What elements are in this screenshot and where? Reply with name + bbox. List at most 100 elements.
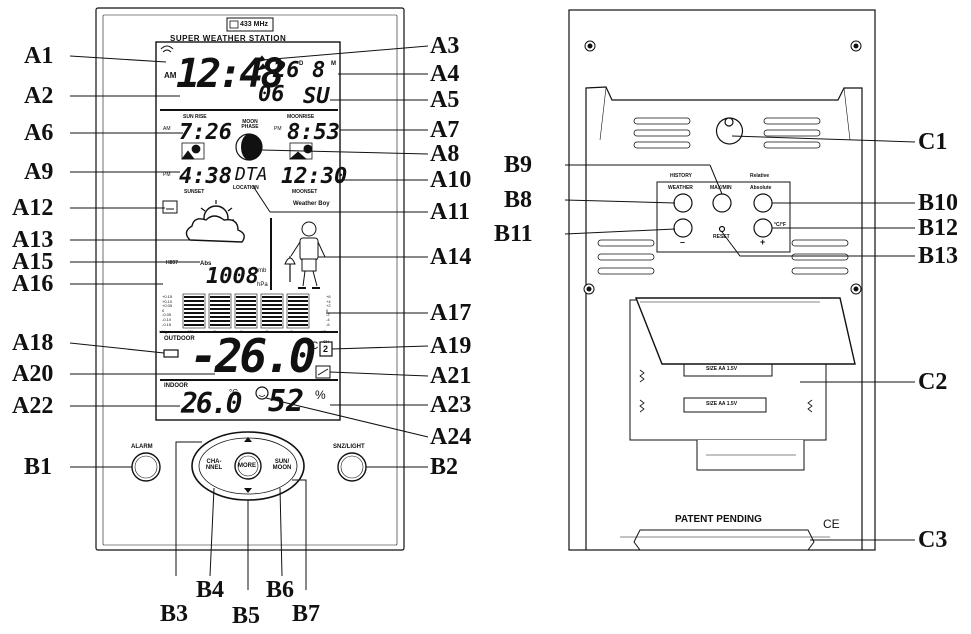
wall-hanger-slot (715, 117, 744, 145)
device-title: SUPER WEATHER STATION (170, 34, 287, 43)
battery-size-label-1: SIZE AA 1.5V (706, 366, 738, 372)
battery-cell (683, 397, 767, 413)
history-hour-label: H897 (166, 260, 178, 266)
bar-time-tick: -12hr (186, 329, 196, 334)
bar-right-scale-label: -6 (326, 321, 330, 327)
location-label: LOCATION (233, 185, 259, 191)
callout-b1: B1 (24, 454, 53, 480)
weather-boy-icon (284, 221, 326, 289)
pressure-value: 1008 (206, 264, 259, 289)
weekday: SU (303, 84, 330, 109)
moonset-time: 12:30 (281, 164, 348, 189)
callout-a23: A23 (430, 392, 472, 418)
sunset-label: SUNSET (184, 189, 205, 195)
up-arrow-icon (244, 437, 252, 442)
callout-c1: C1 (918, 129, 948, 155)
callout-b6: B6 (266, 577, 295, 603)
callout-a6: A6 (24, 120, 54, 146)
celsius-fahrenheit-label[interactable]: °C/°F (774, 222, 787, 228)
reset-label[interactable]: RESET (713, 234, 730, 240)
callout-b10: B10 (918, 190, 959, 216)
sunrise-time: 7:26 (179, 120, 232, 145)
callout-b2: B2 (430, 454, 459, 480)
outdoor-label: OUTDOOR (164, 336, 195, 342)
callout-a2: A2 (24, 83, 54, 109)
callout-a12: A12 (12, 195, 54, 221)
callout-a3: A3 (430, 33, 460, 59)
history-label: HISTORY (670, 173, 692, 179)
bar-time-tick: -2hr (264, 329, 272, 334)
humidity-unit: % (315, 388, 326, 402)
weather-button-label[interactable]: WEATHER (668, 185, 693, 191)
bar-left-scale-label: -0.05 (162, 312, 172, 318)
stand-foot (620, 529, 830, 551)
callout-a22: A22 (12, 393, 54, 419)
callout-a16: A16 (12, 271, 54, 297)
callout-a17: A17 (430, 300, 472, 326)
minus-label[interactable]: – (680, 237, 686, 247)
indoor-label: INDOOR (164, 383, 188, 389)
callout-b13: B13 (918, 243, 959, 269)
moon-phase-label: MOON PHASE (241, 119, 259, 130)
bar-right-scale-label: -2 (326, 312, 330, 318)
comfort-face-icon (255, 386, 269, 400)
moonrise-time: 8:53 (287, 120, 340, 145)
sun-moon-button-label[interactable]: SUN/ MOON (272, 459, 292, 471)
max-min-button (712, 193, 732, 213)
sunset-time: 4:38 (179, 164, 232, 189)
callout-b5: B5 (232, 603, 261, 629)
moonset-label: MOONSET (292, 189, 318, 195)
channel-number: 2 (323, 344, 329, 354)
callout-c2: C2 (918, 369, 948, 395)
pressure-unit-hpa: hPa (257, 282, 268, 288)
leader-lines (69, 45, 916, 590)
more-button-label[interactable]: MORE (238, 463, 256, 469)
relative-label: Relative (750, 173, 770, 179)
clock-time: 12:48 (176, 51, 284, 97)
plus-label[interactable]: + (760, 237, 766, 247)
callout-a20: A20 (12, 361, 54, 387)
battery-compartment (629, 297, 856, 471)
callout-a11: A11 (430, 199, 471, 225)
sunset-ampm: PM (163, 172, 171, 178)
channel-button-label[interactable]: CHA-NNEL (205, 459, 223, 471)
pressure-unit-mb: mb (258, 268, 267, 274)
bar-left-scale-label: +0.10 (162, 298, 173, 304)
sunrise-ampm: AM (163, 126, 171, 132)
callout-b9: B9 (504, 152, 533, 178)
callout-a13: A13 (12, 227, 54, 253)
bar-right-scale-label: 0 (326, 307, 329, 313)
bar-time-tick: 0hr (290, 329, 296, 334)
bar-time-tick: -4hr (238, 329, 246, 334)
moon-phase-icon (235, 133, 263, 161)
channel-label: CH (323, 339, 329, 344)
bar-left-scale-label: -0.15 (162, 321, 172, 327)
bar-left-scale-label: +0.15 (162, 294, 173, 299)
bar-right-scale-label: +2 (326, 303, 331, 309)
am-indicator: AM (164, 71, 177, 80)
front-housing-inner (102, 14, 398, 546)
bar-time-tick: -8hr (212, 329, 220, 334)
indoor-temp-unit: °C (229, 388, 238, 397)
callout-b8: B8 (504, 187, 533, 213)
snz-light-button-label[interactable]: SNZ/LIGHT (333, 444, 365, 450)
calendar-date: 26 (273, 58, 300, 83)
calendar-month: 8 (312, 58, 326, 83)
bar-right-scale-label: +6 (326, 294, 331, 299)
alarm-button-label[interactable]: ALARM (131, 444, 153, 450)
bar-left-scale-label: -0.10 (162, 317, 172, 322)
absolute-button-label[interactable]: Absolute (750, 185, 772, 191)
callout-a8: A8 (430, 141, 460, 167)
absolute-pressure-label: Abs (200, 261, 212, 267)
ce-mark: CE (823, 517, 840, 531)
minus-button (673, 218, 693, 238)
back-button-panel (656, 181, 791, 253)
callout-b3: B3 (160, 601, 189, 627)
down-arrow-icon (244, 488, 252, 493)
frequency-badge (226, 17, 274, 32)
max-min-button-label[interactable]: MAX/MIN (710, 185, 732, 191)
indoor-temperature: 26.0 (181, 387, 242, 420)
callout-a21: A21 (430, 363, 472, 389)
alarm-bell-icon (255, 55, 267, 71)
